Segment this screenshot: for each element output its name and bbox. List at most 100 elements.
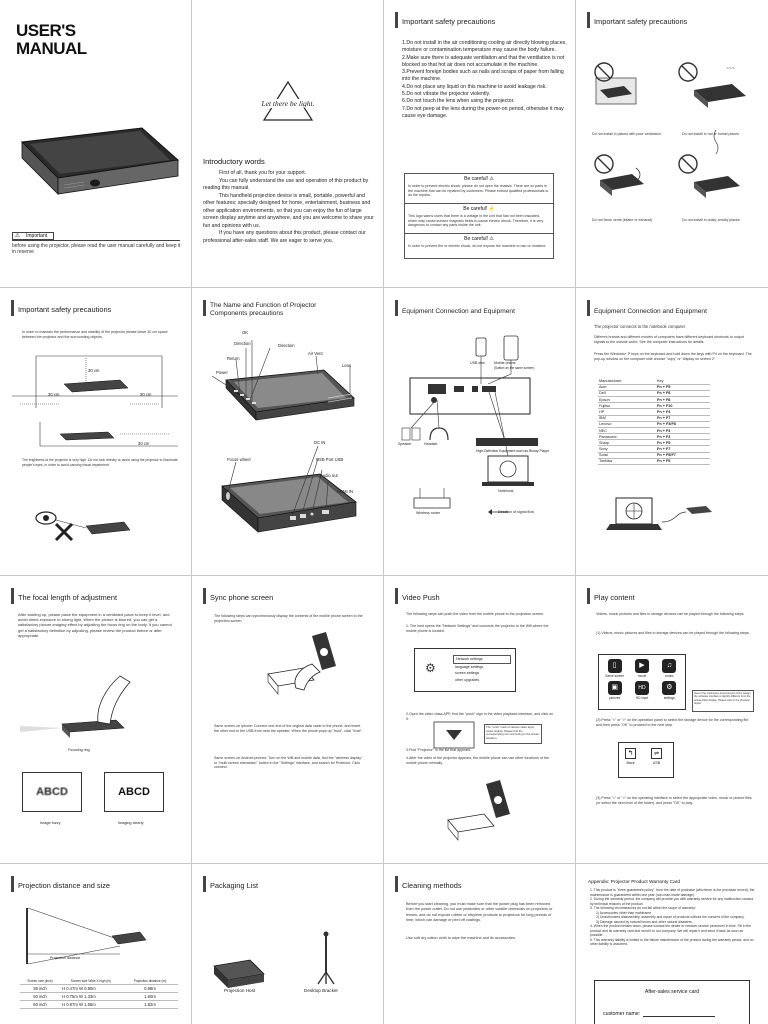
distance-panel: Projection distance and size Projection … [0, 864, 192, 1024]
notebook-intro: The projector connects to the notebook c… [594, 324, 686, 329]
section-bar [203, 876, 206, 892]
warning-triangle-icon: ⚠ [489, 176, 494, 182]
customer-name-field[interactable] [643, 1011, 716, 1017]
clearance-diagram [12, 355, 178, 447]
service-card-title: After-sales service card [644, 989, 700, 995]
video-step4: 4.After the video of the projector appea… [406, 756, 549, 765]
cleaning-panel: Cleaning methods Before you start cleani… [384, 864, 576, 1024]
label-speaker: Speaker [398, 442, 412, 446]
label-hd-player: High-Definition Equipment such as Bluray… [476, 449, 550, 453]
packaging-panel: Packaging List Projection Host Desktop B… [192, 864, 384, 1024]
back-button[interactable]: ↰ Back [625, 748, 636, 765]
cleaning-text-1: Before you start cleaning, you must make… [406, 902, 553, 923]
key-cell: Fn + F5 [656, 458, 710, 466]
app-same-screen[interactable]: ▯Same screen [601, 659, 628, 678]
label-air-vent: Air Vent [308, 351, 323, 356]
warning-block-3: Be careful! ⚠ In order to prevent fire o… [405, 234, 553, 251]
label-image-clear: Imaging clearly [118, 821, 144, 825]
manufacturer-cell: Sotai [598, 452, 656, 459]
label-ok: OK [242, 330, 249, 335]
fuzzy-image-box: ABCD [22, 772, 82, 812]
manufacturer-cell: Toshiba [598, 458, 656, 466]
distance-cell: 1.60m [122, 992, 178, 1001]
shortcut-text-2: Press the Windows+ P keys on the keyboar… [594, 352, 752, 361]
service-card: After-sales service card customer name: [594, 980, 750, 1024]
sync-android: Same screen on Android phones: Turn on t… [214, 756, 363, 770]
warning-block-1: Be careful! ⚠ In order to prevent electr… [405, 174, 553, 204]
section-title: Important safety precautions [594, 17, 688, 26]
key-cell: Fn + F5/F7 [656, 452, 710, 459]
label-mobile-note: (Switch on the same screen) [494, 366, 535, 370]
clearance-label-top: 30 cm [88, 368, 100, 373]
app-music[interactable]: ♫music [656, 659, 683, 678]
key-cell: Fn + F3 [656, 433, 710, 441]
warning-head: Be careful! ⚠ [464, 236, 494, 242]
clearance-text: In order to maintain the performance and… [22, 330, 168, 339]
label-focusing-ring: Focusing ring [68, 748, 90, 752]
fuzzy-sample-text: ABCD [36, 786, 68, 798]
safety-list: 1.Do not install in the air conditioning… [402, 40, 567, 119]
clearance-label-right: 30 cm [140, 392, 152, 397]
key-cell: Fn + F7 [656, 445, 710, 453]
logo-text: Let there be light. [192, 99, 383, 108]
section-title: Equipment Connection and Equipment [402, 308, 515, 315]
clear-image-box: ABCD [104, 772, 164, 812]
label-usb: USB Port USB [316, 457, 344, 462]
section-bar [11, 588, 14, 604]
section-bar [395, 12, 398, 28]
distance-cell: 0.98m [122, 984, 178, 993]
section-bar [395, 588, 398, 604]
section-title: Important safety precautions [18, 305, 112, 314]
focal-text: After starting up, please place the equi… [18, 612, 172, 638]
manufacturer-cell: Sony [598, 445, 656, 453]
warning-block-2: Be careful! ⚡ This logo warns users that… [405, 204, 553, 234]
section-bar [203, 588, 206, 604]
lightning-icon: ⚡ [488, 206, 495, 212]
label-desktop-bracket: Desktop Bracket [304, 988, 338, 993]
clearance-label-bottom: 30 cm [138, 441, 150, 446]
caption-poor-ventilation: Do not install in places with poor venti… [592, 132, 662, 136]
poor-ventilation-illustration [594, 62, 637, 105]
label-projection-host: Projection Host [224, 988, 256, 993]
section-title: The Name and Function of Projector Compo… [210, 302, 317, 317]
menu-item-screen[interactable]: screen settings [455, 671, 480, 675]
section-title: Important safety precautions [402, 17, 496, 26]
menu-item-language[interactable]: language settings [455, 664, 484, 669]
table-header-row: Manufacturer Key [598, 378, 710, 385]
section-title: The focal length of adjustment [18, 593, 118, 602]
usb-button[interactable]: ⇌ USB [651, 748, 662, 765]
menu-item-network[interactable]: Network settings [453, 655, 511, 664]
section-title: Packaging List [210, 881, 259, 890]
app-pictures[interactable]: ▣pictures [601, 681, 628, 700]
focus-hand-illustration [20, 675, 131, 738]
play-panel: Play content Videos, music pictures and … [576, 576, 768, 864]
manufacturer-cell: Fujitsu [598, 402, 656, 410]
table-header-cell: Manufacturer [598, 378, 656, 385]
projector-phone-illustration [447, 780, 510, 841]
key-cell: Fn + F10 [656, 402, 710, 410]
section-bar [587, 12, 590, 28]
warning-triangle-icon: ⚠ [489, 236, 494, 242]
size-cell: 50 inch [20, 992, 60, 1001]
dimension-cell: H 0.47m W 0.80m [60, 984, 122, 993]
menu-item-upgrades[interactable]: other upgrades [455, 677, 480, 682]
section-title: Equipment Connection and Equipment [594, 308, 707, 315]
app-movie[interactable]: ▶movie [628, 659, 655, 678]
warning-triangle-icon: ⚠ [15, 233, 20, 239]
app-settings[interactable]: ⚙settings [656, 681, 683, 700]
label-dc-in: DC IN [314, 440, 326, 445]
laptop-illustration [606, 497, 712, 530]
label-focus: Focus wheel [227, 457, 251, 462]
key-cell: Fn + F7 [656, 415, 710, 422]
manufacturer-cell: HP [598, 408, 656, 416]
